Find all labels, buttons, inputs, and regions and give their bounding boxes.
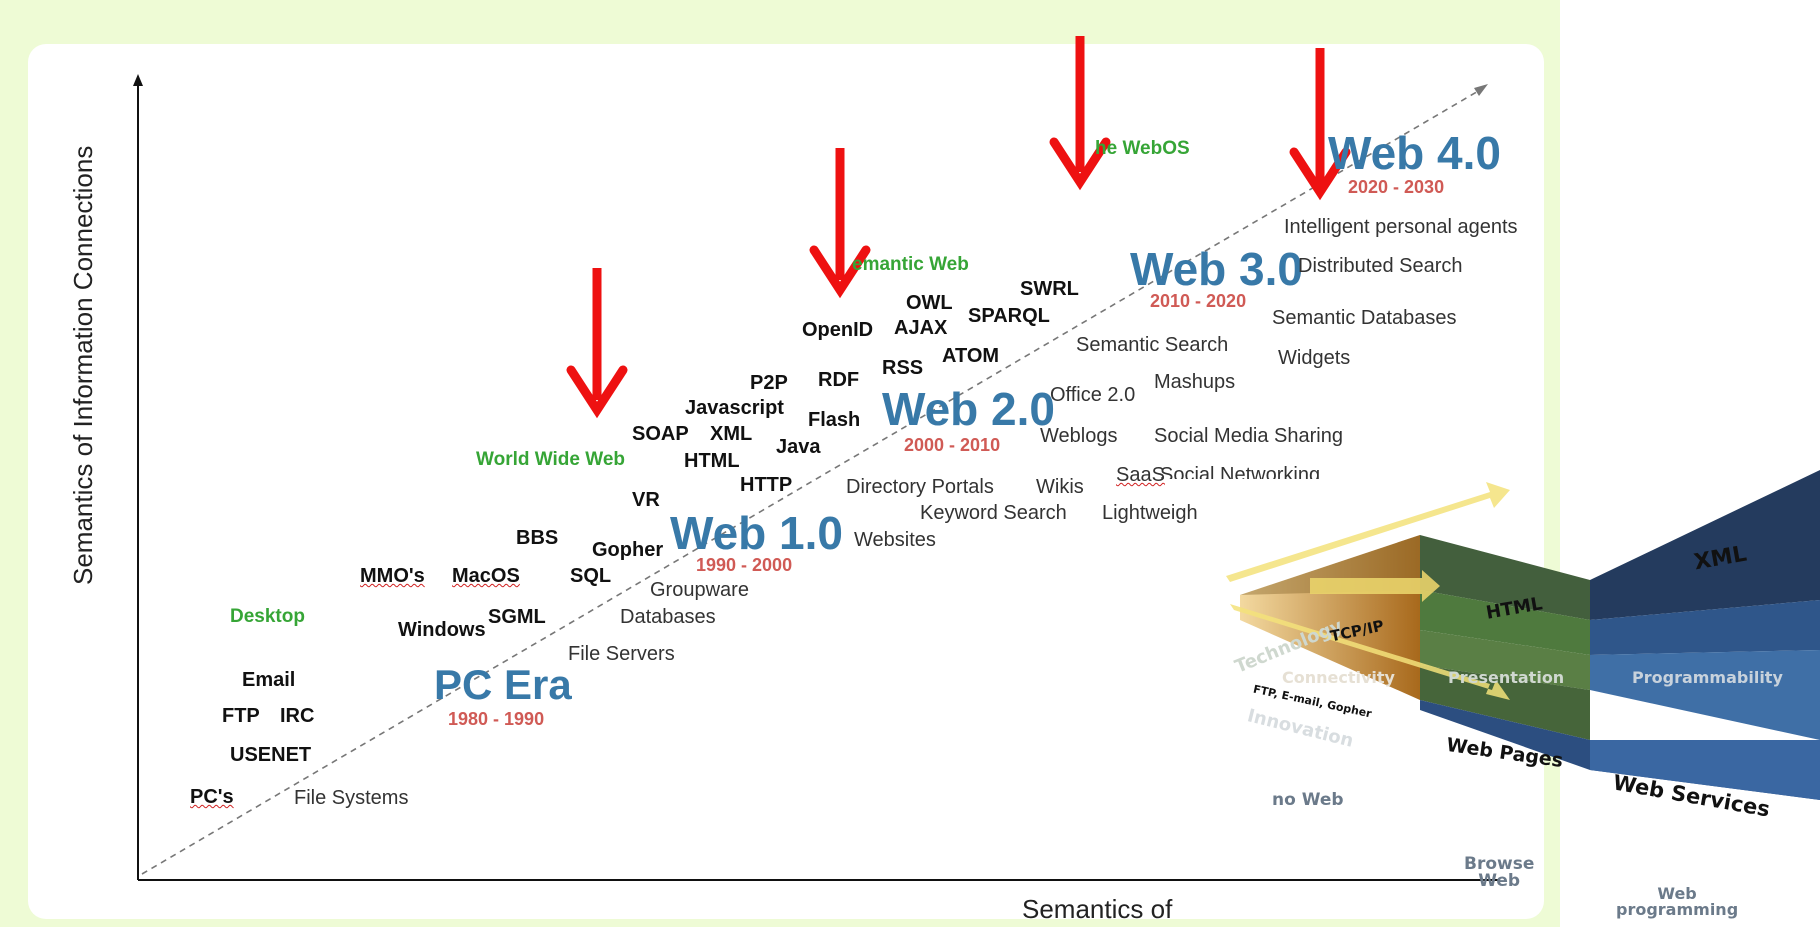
cone-programmability	[1590, 650, 1820, 740]
term-vr: VR	[632, 489, 660, 511]
era-pc-years: 1980 - 1990	[448, 709, 545, 729]
era-web1-years: 1990 - 2000	[696, 555, 793, 575]
term-distributed-search: Distributed Search	[1298, 255, 1463, 277]
term-java: Java	[776, 436, 821, 458]
term-http: HTTP	[740, 474, 793, 496]
term-gopher: Gopher	[592, 539, 664, 561]
term-groupware: Groupware	[650, 579, 749, 601]
cone-html	[1420, 590, 1590, 655]
era-web2-years: 2000 - 2010	[904, 435, 1001, 455]
term-javascript: Javascript	[685, 397, 784, 419]
category-world-wide-web: World Wide Web	[476, 449, 626, 470]
term-sql: SQL	[570, 565, 612, 587]
term-sparql: SPARQL	[968, 305, 1050, 327]
term-websites: Websites	[854, 529, 936, 551]
term-swrl: SWRL	[1020, 278, 1079, 300]
term-p2p: P2P	[750, 372, 788, 394]
term-social-media-sharing: Social Media Sharing	[1154, 425, 1343, 447]
term-soap: SOAP	[632, 423, 689, 445]
y-axis-label: Semantics of Information Connections	[68, 145, 98, 585]
term-semantic-databases: Semantic Databases	[1272, 307, 1457, 329]
term-macos: MacOS	[452, 565, 520, 587]
era-pc: PC Era	[434, 661, 572, 708]
term-mmos: MMO's	[360, 565, 425, 587]
y-axis-arrowhead	[133, 74, 143, 86]
term-ftp: FTP	[222, 705, 260, 727]
red-arrow-4	[1289, 48, 1351, 201]
technology-arrow	[1226, 482, 1510, 582]
cone-web-pages	[1420, 665, 1590, 740]
term-rss: RSS	[882, 357, 924, 379]
cone-connectivity	[1240, 535, 1420, 700]
term-lightweigh: Lightweigh	[1102, 502, 1198, 524]
connectivity-arrow	[1310, 570, 1440, 602]
term-wikis: Wikis	[1036, 476, 1084, 498]
term-mashups: Mashups	[1154, 371, 1236, 393]
term-file-servers: File Servers	[568, 643, 675, 665]
cone-xml-mid	[1590, 600, 1820, 655]
term-keyword-search: Keyword Search	[920, 502, 1067, 524]
cone-connectivity-label: Connectivity	[1282, 668, 1395, 687]
cone-browse-web-label: Browse Web	[1464, 854, 1535, 891]
red-arrow-2	[809, 148, 871, 299]
innovation-arrow	[1230, 604, 1510, 700]
cone-presentation-label: Presentation	[1448, 668, 1565, 687]
cone-presentation	[1420, 630, 1590, 690]
term-intelligent-agents: Intelligent personal agents	[1284, 216, 1518, 238]
red-arrow-3	[1049, 36, 1111, 191]
term-email: Email	[242, 669, 296, 691]
term-social-networking: Social Networking	[1160, 465, 1321, 479]
term-semantic-search: Semantic Search	[1076, 334, 1229, 356]
x-axis-label: Semantics of	[1022, 894, 1173, 924]
term-xml: XML	[710, 423, 753, 445]
category-semantic-web: emantic Web	[852, 254, 969, 275]
term-irc: IRC	[280, 705, 315, 727]
term-windows: Windows	[398, 619, 486, 641]
term-owl: OWL	[906, 292, 953, 314]
cone-web-programming-label: Web programming	[1616, 884, 1739, 919]
web-evolution-cone	[1226, 470, 1820, 800]
term-html: HTML	[684, 450, 740, 472]
era-web2: Web 2.0	[882, 383, 1055, 435]
term-pcs: PC's	[190, 786, 234, 808]
chart-panel	[28, 44, 1544, 919]
term-office20: Office 2.0	[1050, 384, 1136, 406]
term-directory-portals: Directory Portals	[846, 476, 994, 498]
era-web1: Web 1.0	[670, 507, 843, 559]
term-file-systems: File Systems	[294, 787, 409, 809]
term-atom: ATOM	[942, 345, 1000, 367]
term-weblogs: Weblogs	[1040, 425, 1118, 447]
trend-arrowhead	[1474, 84, 1488, 96]
term-saas: SaaS	[1116, 464, 1165, 486]
term-ajax: AJAX	[894, 317, 948, 339]
trend-line	[141, 89, 1481, 875]
cone-xml-top	[1590, 470, 1820, 620]
term-widgets: Widgets	[1278, 347, 1351, 369]
term-bbs: BBS	[516, 527, 559, 549]
cone-no-web-label: no Web	[1272, 790, 1344, 810]
term-usenet: USENET	[230, 744, 312, 766]
cone-programmability-label: Programmability	[1632, 668, 1783, 687]
term-rdf: RDF	[818, 369, 860, 391]
era-web3-years: 2010 - 2020	[1150, 291, 1247, 311]
term-flash: Flash	[808, 409, 861, 431]
category-webos: he WebOS	[1095, 138, 1190, 159]
cone-html-top	[1420, 535, 1590, 620]
category-desktop: Desktop	[230, 606, 305, 627]
era-web4: Web 4.0	[1328, 127, 1501, 179]
era-web4-years: 2020 - 2030	[1348, 177, 1445, 197]
term-databases: Databases	[620, 606, 716, 628]
red-arrow-1	[566, 268, 628, 419]
term-sgml: SGML	[488, 606, 546, 628]
era-web3: Web 3.0	[1130, 243, 1303, 295]
term-openid: OpenID	[802, 319, 874, 341]
